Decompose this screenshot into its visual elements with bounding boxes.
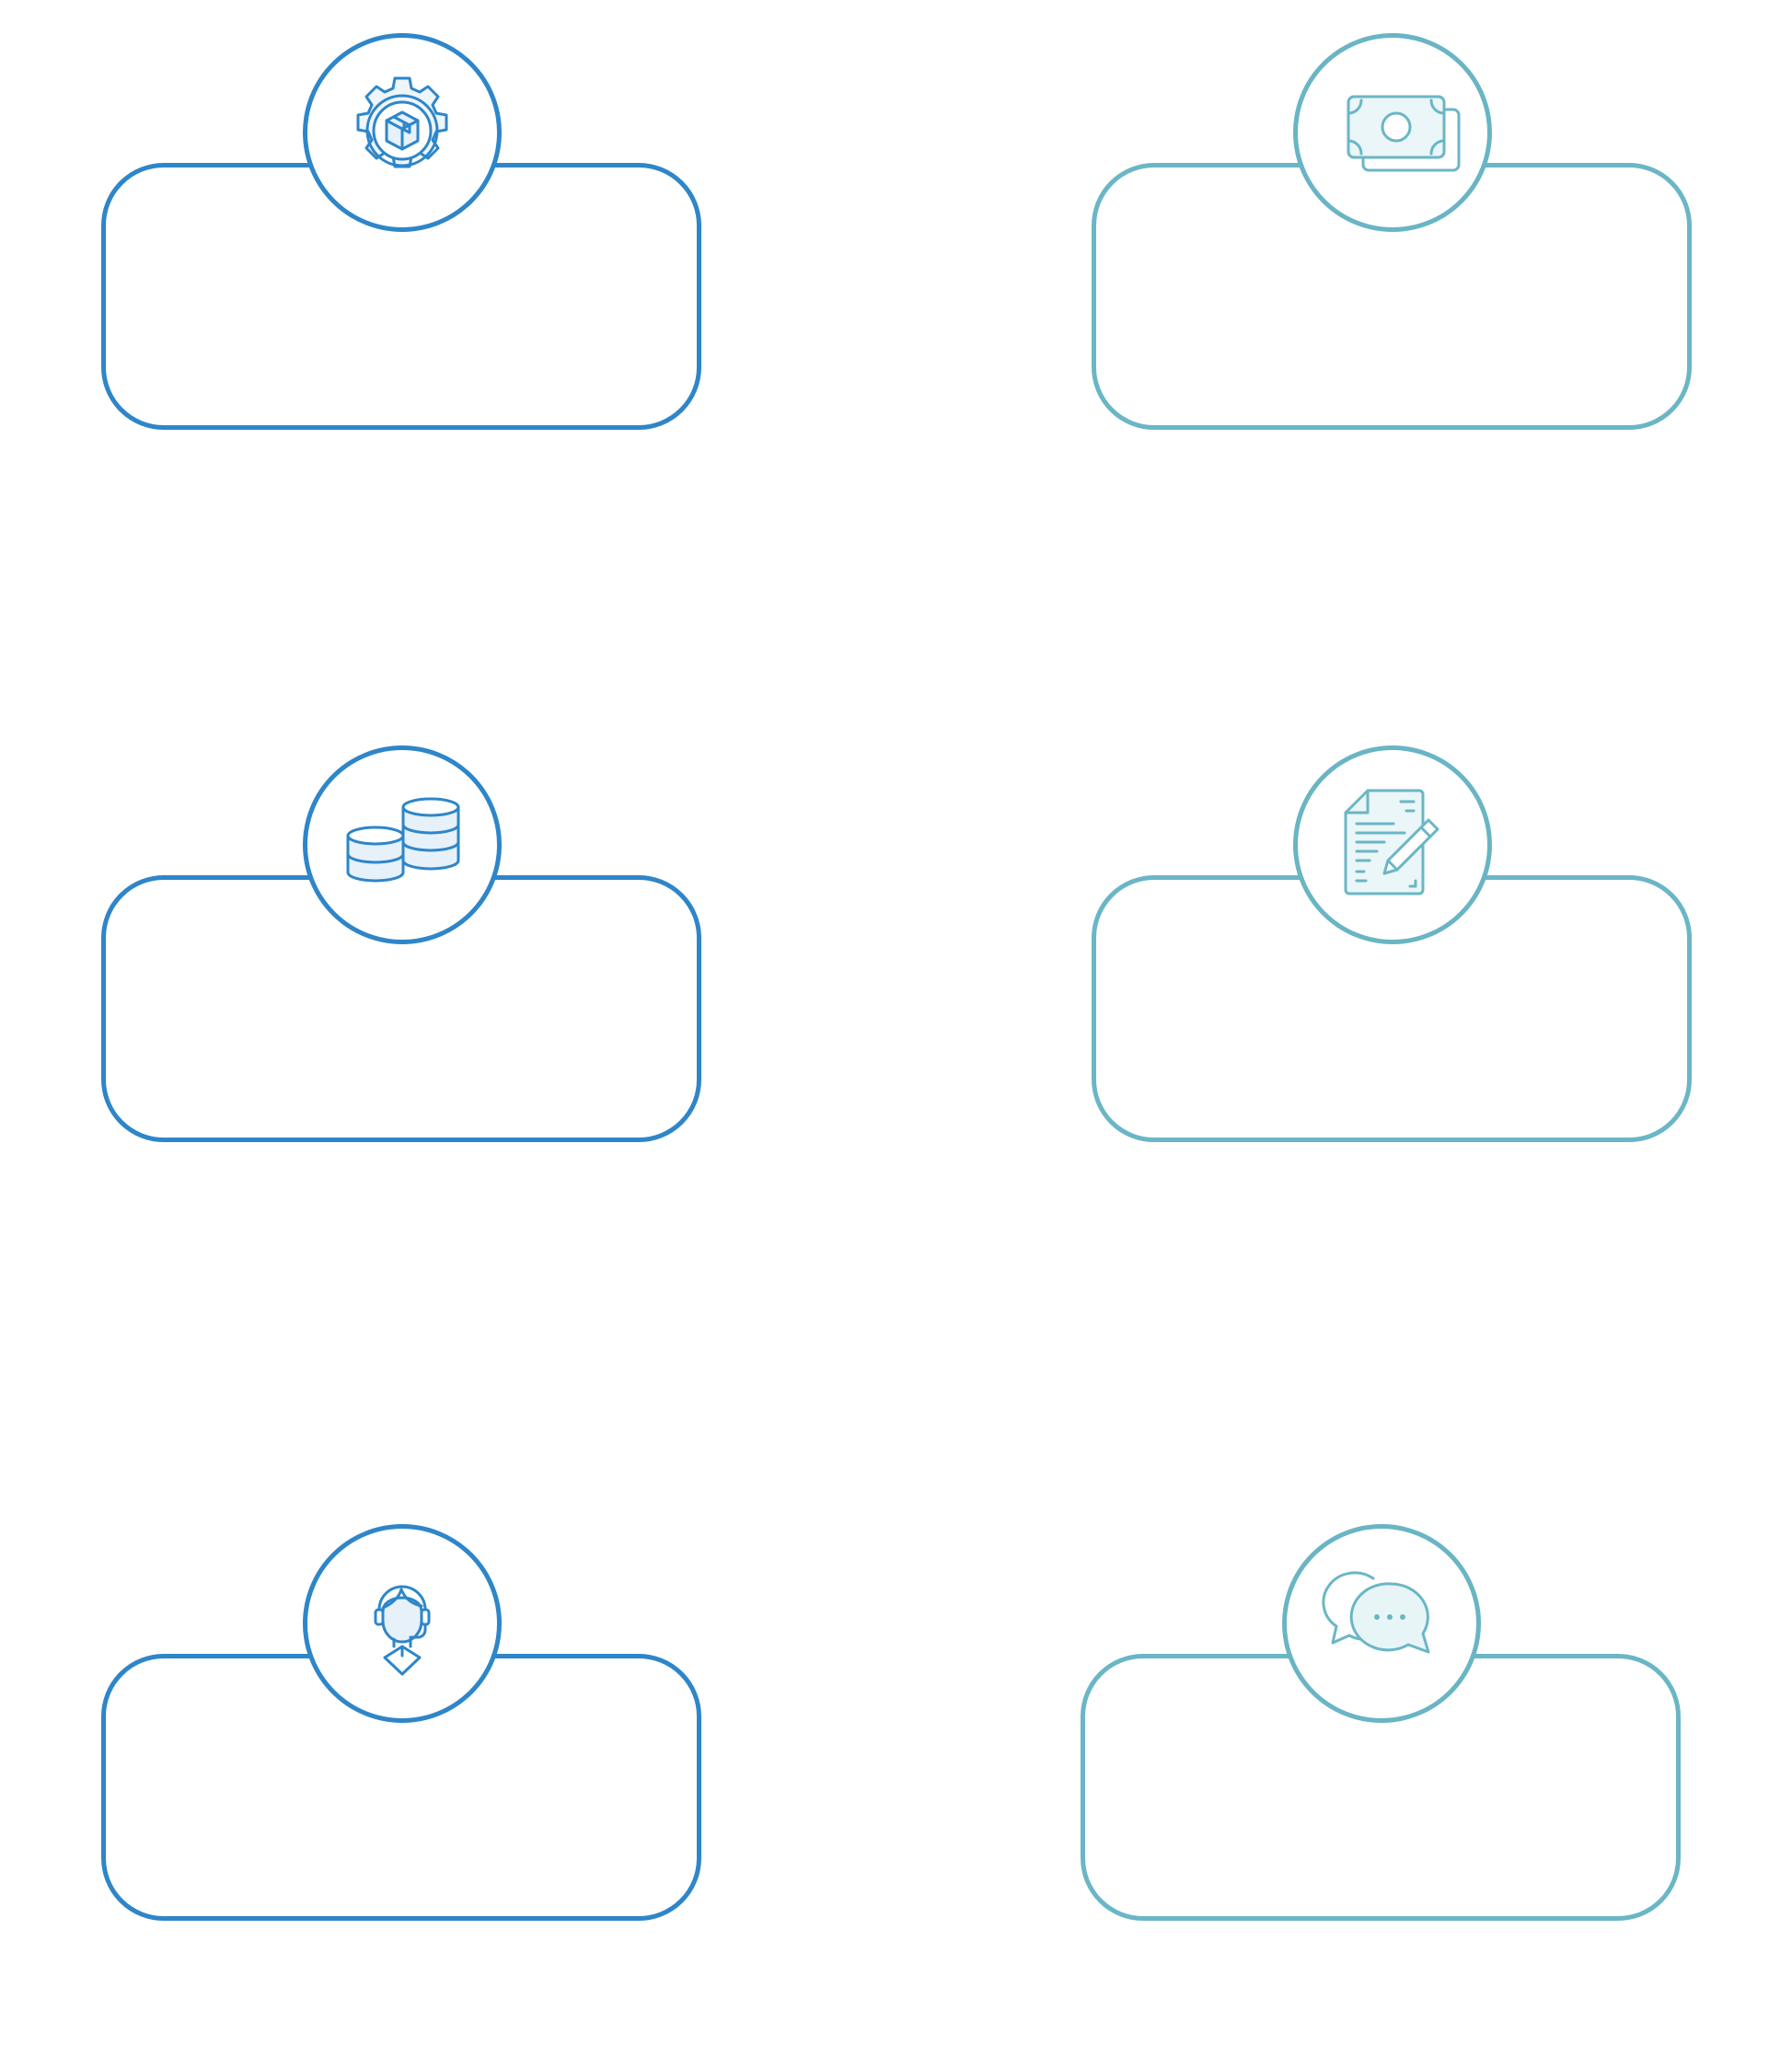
- banknotes-icon: [1333, 71, 1461, 195]
- card-contracts: [1092, 745, 1692, 1142]
- icon-badge: [1293, 33, 1492, 232]
- icon-badge: [1282, 1524, 1481, 1723]
- gear-box-icon: [342, 71, 462, 195]
- card-operations: [101, 33, 701, 430]
- icon-badge: [303, 745, 502, 944]
- card-communication: [1081, 1524, 1681, 1921]
- card-support: [101, 1524, 701, 1921]
- icon-badge: [303, 33, 502, 232]
- card-finance: [101, 745, 701, 1142]
- document-pencil-icon: [1333, 783, 1452, 907]
- support-agent-icon: [342, 1562, 462, 1686]
- card-payments: [1092, 33, 1692, 430]
- chat-bubbles-icon: [1322, 1562, 1441, 1686]
- coin-stacks-icon: [342, 783, 462, 907]
- icon-badge: [1293, 745, 1492, 944]
- icon-badge: [303, 1524, 502, 1723]
